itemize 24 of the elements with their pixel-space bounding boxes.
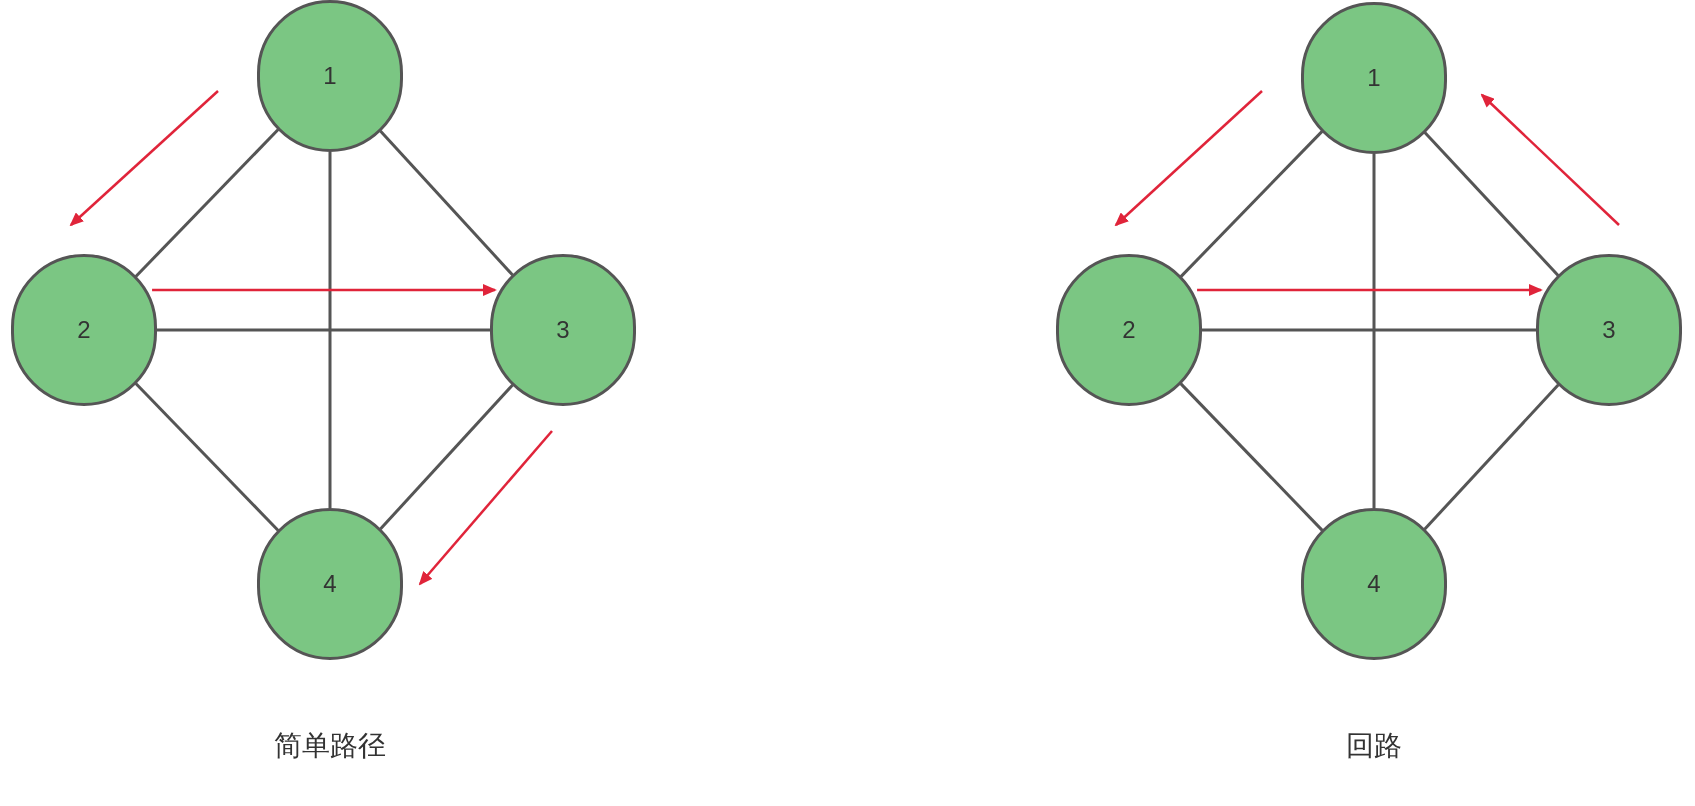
graph-edge — [1202, 328, 1536, 332]
graph-edge — [379, 129, 514, 277]
graph-caption: 简单路径 — [274, 728, 386, 764]
graph-edge — [134, 382, 280, 532]
graph-edge — [134, 128, 280, 278]
graph-edge — [1423, 131, 1560, 277]
graph-edge — [1179, 382, 1324, 532]
graph-edge — [152, 284, 497, 296]
graph-edge — [379, 383, 514, 531]
graph-edge — [157, 328, 490, 332]
node-number: 1 — [1367, 63, 1381, 93]
graph-caption: 回路 — [1346, 728, 1402, 764]
graph-edge — [1197, 284, 1543, 296]
graph-edge — [1423, 383, 1560, 531]
graph-edge — [328, 152, 332, 508]
node-number: 3 — [556, 315, 570, 345]
graph-edge — [1179, 130, 1324, 278]
node-number: 2 — [1122, 315, 1136, 345]
node-number: 2 — [77, 315, 91, 345]
node-number: 3 — [1602, 315, 1616, 345]
node-number: 4 — [323, 569, 337, 599]
node-number: 1 — [323, 61, 337, 91]
graph-edge — [1372, 154, 1376, 508]
node-number: 4 — [1367, 569, 1381, 599]
